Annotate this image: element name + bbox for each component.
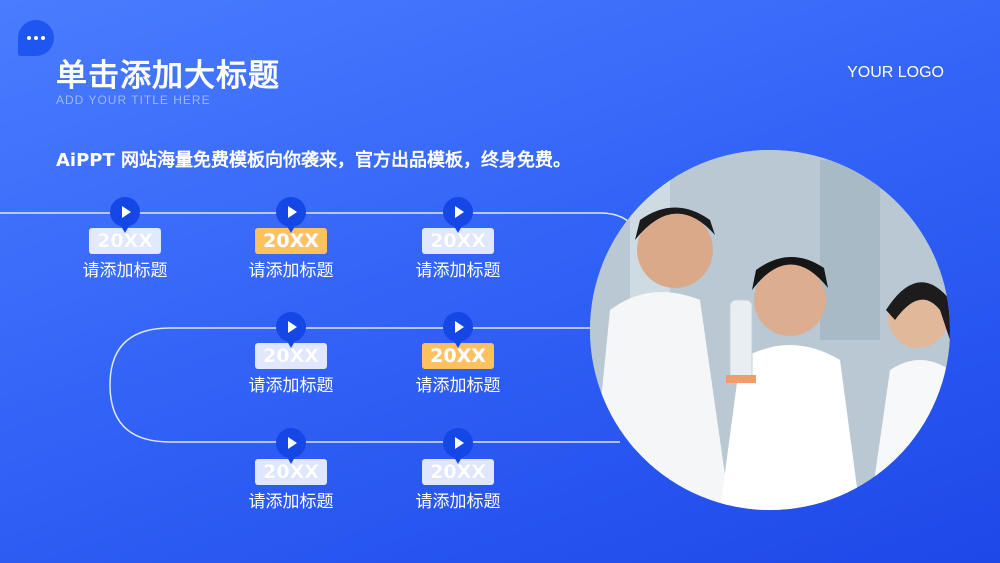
play-icon[interactable] [276,197,306,233]
timeline-label: 请添加标题 [248,261,334,281]
play-icon[interactable] [443,312,473,348]
timeline-label: 请添加标题 [82,261,168,281]
timeline-label: 请添加标题 [248,492,334,512]
play-icon[interactable] [110,197,140,233]
timeline-label: 请添加标题 [415,492,501,512]
page-subtitle: ADD YOUR TITLE HERE [56,93,211,107]
lab-team-photo [590,150,950,510]
play-icon[interactable] [443,428,473,464]
timeline-label: 请添加标题 [248,376,334,396]
logo: YOUR LOGO [847,64,944,81]
timeline-year: 20XX [422,228,494,254]
description-text: AiPPT 网站海量免费模板向你袭来，官方出品模板，终身免费。 [56,150,572,171]
chat-bubble-icon [18,20,54,56]
timeline-label: 请添加标题 [415,261,501,281]
play-icon[interactable] [443,197,473,233]
page-title: 单击添加大标题 [56,58,280,94]
play-icon[interactable] [276,428,306,464]
timeline-label: 请添加标题 [415,376,501,396]
timeline-node: 20XX 请添加标题 [393,197,523,281]
play-icon[interactable] [276,312,306,348]
